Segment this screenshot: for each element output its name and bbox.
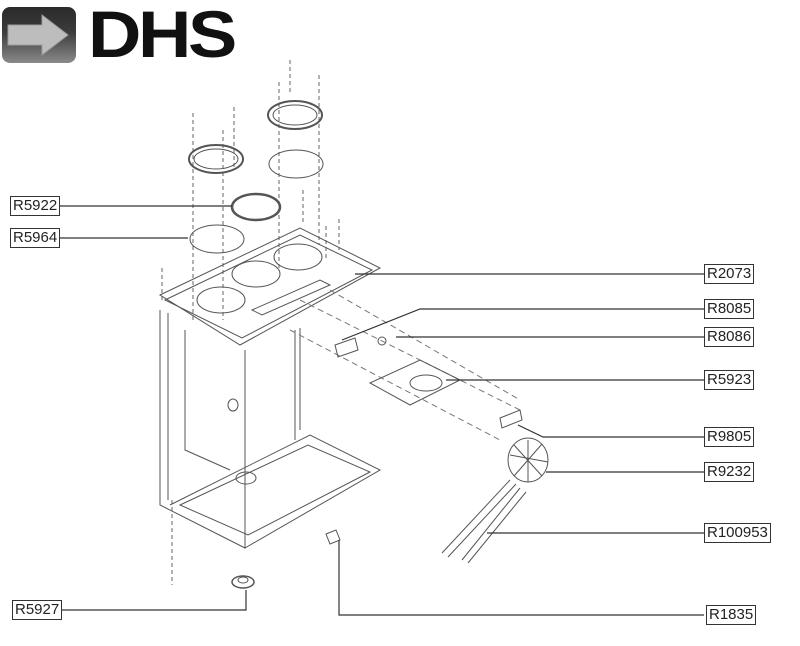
callout-r100953[interactable]: R100953 bbox=[704, 523, 771, 543]
callout-r9232[interactable]: R9232 bbox=[704, 462, 755, 482]
logo-text: DHS bbox=[88, 0, 237, 71]
callout-r8085[interactable]: R8085 bbox=[704, 299, 755, 319]
screw-icons bbox=[161, 60, 340, 585]
callout-r5927[interactable]: R5927 bbox=[12, 600, 63, 620]
callout-r5923[interactable]: R5923 bbox=[704, 370, 755, 390]
callout-r1835[interactable]: R1835 bbox=[706, 605, 757, 625]
callout-r8086[interactable]: R8086 bbox=[704, 327, 755, 347]
dhs-logo: DHS bbox=[2, 1, 270, 67]
arrow-right-icon bbox=[2, 7, 76, 63]
callout-r5964[interactable]: R5964 bbox=[10, 228, 61, 248]
callout-r9805[interactable]: R9805 bbox=[704, 427, 755, 447]
callout-r5922[interactable]: R5922 bbox=[10, 196, 61, 216]
callout-r2073[interactable]: R2073 bbox=[704, 264, 755, 284]
leader-lines bbox=[60, 205, 704, 616]
